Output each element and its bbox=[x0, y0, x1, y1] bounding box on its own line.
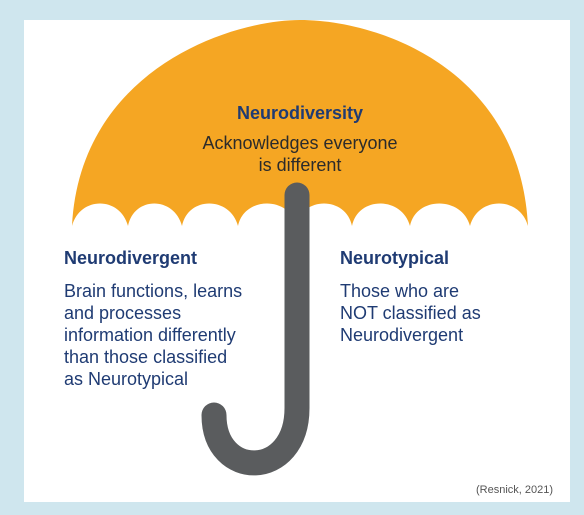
neurotypical-description: Those who are NOT classified as Neurodiv… bbox=[340, 280, 540, 346]
neurotypical-line: Those who are bbox=[340, 281, 460, 301]
neurotypical-line: Neurodivergent bbox=[340, 325, 464, 345]
neurotypical-line: NOT classified as bbox=[340, 303, 481, 323]
neurodivergent-line: as Neurotypical bbox=[64, 369, 189, 389]
umbrella-subtitle-line: Acknowledges everyone bbox=[202, 133, 398, 153]
neurodivergent-line: and processes bbox=[64, 303, 182, 323]
neurodivergent-line: than those classified bbox=[64, 347, 228, 367]
citation-text: (Resnick, 2021) bbox=[476, 484, 554, 496]
neurodivergent-line: information differently bbox=[64, 325, 236, 345]
neurodivergent-heading: Neurodivergent bbox=[64, 248, 198, 268]
umbrella-canopy bbox=[72, 20, 528, 226]
neurodivergent-line: Brain functions, learns bbox=[64, 281, 243, 301]
umbrella-subtitle-line: is different bbox=[258, 155, 342, 175]
neurodivergent-description: Brain functions, learns and processes in… bbox=[64, 280, 294, 390]
umbrella-title: Neurodiversity bbox=[236, 103, 364, 123]
umbrella-subtitle: Acknowledges everyone is different bbox=[170, 132, 430, 176]
umbrella-handle bbox=[201, 182, 310, 476]
neurotypical-heading: Neurotypical bbox=[340, 248, 450, 268]
